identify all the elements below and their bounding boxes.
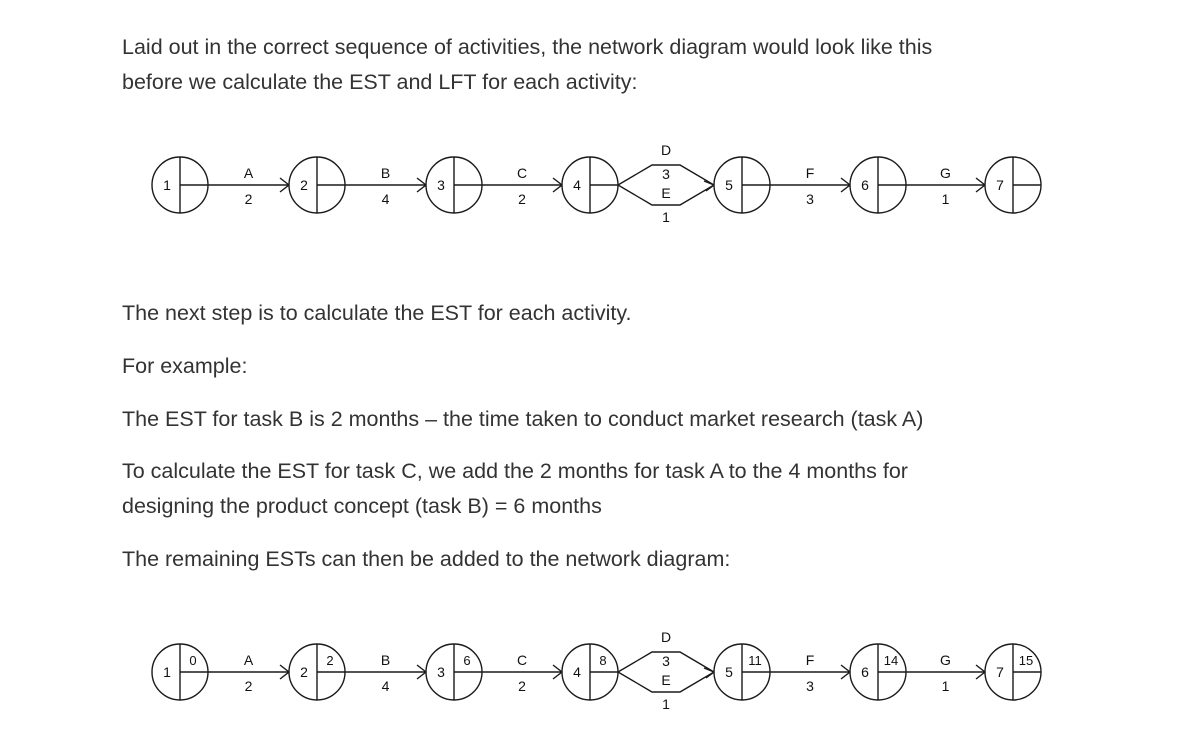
est-task-c-line-1: To calculate the EST for task C, we add … [122, 459, 908, 483]
node-7-number: 7 [996, 177, 1004, 193]
activity-b-duration: 4 [382, 678, 390, 694]
node-1-number: 1 [163, 664, 171, 680]
activity-a-duration: 2 [245, 191, 253, 207]
intro-line-1: Laid out in the correct sequence of acti… [122, 35, 933, 59]
activity-f-duration: 3 [806, 191, 814, 207]
activity-e-duration: 1 [662, 696, 670, 712]
activity-a-label: A [244, 165, 254, 181]
activity-d-duration: 3 [662, 653, 670, 669]
node-1-est: 0 [189, 653, 196, 668]
activity-e-label: E [661, 185, 670, 201]
node-6-est: 14 [884, 653, 898, 668]
next-step-text: The next step is to calculate the EST fo… [122, 301, 632, 325]
activity-c-label: C [517, 165, 527, 181]
node-2-number: 2 [300, 664, 308, 680]
activity-f-label: F [806, 652, 815, 668]
activity-d-label: D [661, 629, 671, 645]
activity-g-duration: 1 [942, 191, 950, 207]
node-2-number: 2 [300, 177, 308, 193]
est-task-c-line-2: designing the product concept (task B) =… [122, 494, 602, 518]
activity-c-duration: 2 [518, 678, 526, 694]
node-4-number: 4 [573, 664, 581, 680]
node-5-number: 5 [725, 664, 733, 680]
activity-b-label: B [381, 652, 390, 668]
node-6-number: 6 [861, 177, 869, 193]
activity-d-duration: 3 [662, 166, 670, 182]
activity-a-label: A [244, 652, 254, 668]
node-3-number: 3 [437, 664, 445, 680]
activity-b-label: B [381, 165, 390, 181]
node-7-number: 7 [996, 664, 1004, 680]
node-4-number: 4 [573, 177, 581, 193]
activity-f-label: F [806, 165, 815, 181]
activity-e-duration: 1 [662, 209, 670, 225]
activity-g-label: G [940, 165, 951, 181]
activity-b-duration: 4 [382, 191, 390, 207]
node-2-est: 2 [326, 653, 333, 668]
activity-g-label: G [940, 652, 951, 668]
activity-c-duration: 2 [518, 191, 526, 207]
activity-g-duration: 1 [942, 678, 950, 694]
intro-line-2: before we calculate the EST and LFT for … [122, 70, 638, 94]
est-task-b-text: The EST for task B is 2 months – the tim… [122, 407, 924, 431]
activity-a-duration: 2 [245, 678, 253, 694]
activity-f-duration: 3 [806, 678, 814, 694]
node-4-est: 8 [599, 653, 606, 668]
node-3-number: 3 [437, 177, 445, 193]
for-example-text: For example: [122, 354, 248, 378]
node-1-number: 1 [163, 177, 171, 193]
remaining-ests-text: The remaining ESTs can then be added to … [122, 547, 731, 571]
activity-c-label: C [517, 652, 527, 668]
node-5-number: 5 [725, 177, 733, 193]
node-5-est: 11 [748, 653, 762, 668]
node-3-est: 6 [463, 653, 470, 668]
activity-d-label: D [661, 142, 671, 158]
node-7-est: 15 [1019, 653, 1033, 668]
activity-e-label: E [661, 672, 670, 688]
node-6-number: 6 [861, 664, 869, 680]
